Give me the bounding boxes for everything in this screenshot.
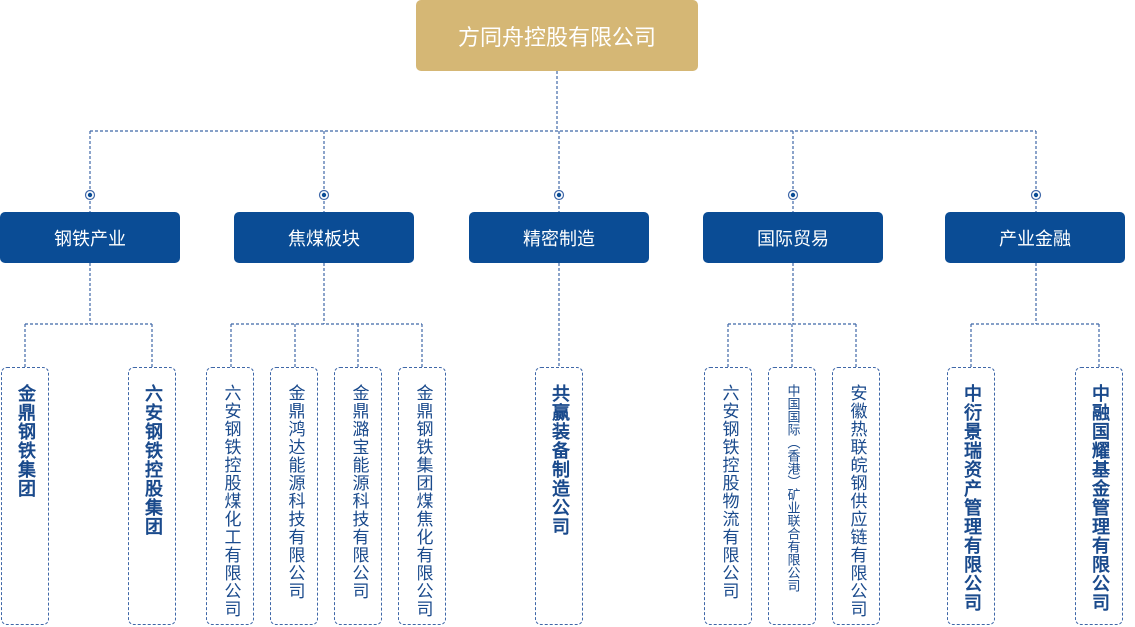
- leaf-node-label: 金鼎钢铁集团: [15, 384, 36, 498]
- leaf-node: 六安钢铁控股煤化工有限公司: [206, 367, 254, 625]
- leaf-node: 六安钢铁控股集团: [128, 367, 176, 625]
- leaf-node: 安徽热联皖钢供应链有限公司: [832, 367, 880, 625]
- leaf-node-label: 金鼎钢铁集团煤焦化有限公司: [412, 384, 433, 618]
- category-node-coking-coal: 焦煤板块: [234, 212, 414, 263]
- leaf-node-label: 中国国际︵香港︶矿业联合有限公司: [784, 384, 800, 592]
- leaf-node: 中融国耀基金管理有限公司: [1075, 367, 1123, 625]
- leaf-node: 金鼎潞宝能源科技有限公司: [334, 367, 382, 625]
- leaf-node: 共赢装备制造公司: [535, 367, 583, 625]
- leaf-node-label: 六安钢铁控股集团: [142, 384, 163, 536]
- leaf-node: 金鼎鸿达能源科技有限公司: [270, 367, 318, 625]
- category-node-industrial-finance: 产业金融: [945, 212, 1125, 263]
- leaf-node: 六安钢铁控股物流有限公司: [704, 367, 752, 625]
- leaf-node-label: 六安钢铁控股煤化工有限公司: [220, 384, 241, 618]
- leaf-node-label: 中融国耀基金管理有限公司: [1089, 384, 1110, 612]
- leaf-node-label: 安徽热联皖钢供应链有限公司: [846, 384, 867, 618]
- root-node: 方同舟控股有限公司: [416, 0, 698, 71]
- leaf-node-label: 中衍景瑞资产管理有限公司: [961, 384, 982, 612]
- leaf-node: 金鼎钢铁集团: [1, 367, 49, 625]
- category-node-label: 产业金融: [999, 228, 1071, 250]
- leaf-node: 中国国际︵香港︶矿业联合有限公司: [768, 367, 816, 625]
- category-node-label: 钢铁产业: [54, 228, 126, 250]
- leaf-node-label: 金鼎鸿达能源科技有限公司: [284, 384, 305, 600]
- root-node-label: 方同舟控股有限公司: [457, 25, 656, 51]
- category-node-international-trade: 国际贸易: [703, 212, 883, 263]
- category-node-label: 国际贸易: [757, 228, 829, 250]
- category-node-label: 精密制造: [523, 228, 595, 250]
- category-node-label: 焦煤板块: [288, 228, 360, 250]
- category-node-steel: 钢铁产业: [0, 212, 180, 263]
- leaf-node-label: 六安钢铁控股物流有限公司: [718, 384, 739, 600]
- leaf-node: 金鼎钢铁集团煤焦化有限公司: [398, 367, 446, 625]
- leaf-node-label: 金鼎潞宝能源科技有限公司: [348, 384, 369, 600]
- leaf-node-label: 共赢装备制造公司: [549, 384, 570, 536]
- leaf-node: 中衍景瑞资产管理有限公司: [947, 367, 995, 625]
- category-node-precision-manufacturing: 精密制造: [469, 212, 649, 263]
